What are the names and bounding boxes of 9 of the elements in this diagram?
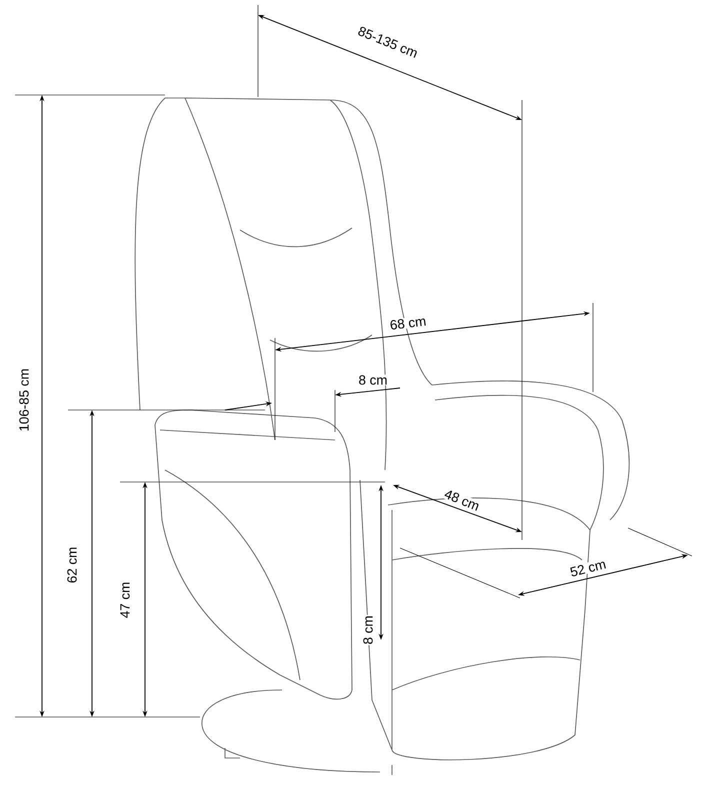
dimension-label: 62 cm — [66, 546, 78, 584]
dimension-label: 47 cm — [120, 581, 130, 619]
dimension-label: 68 cm — [388, 315, 428, 331]
dimension-label: 106-85 cm — [18, 368, 30, 432]
dimension-label: 8 cm — [358, 374, 388, 386]
dimension-label: 48 cm — [442, 488, 482, 512]
dimension-label: 8 cm — [362, 614, 374, 646]
dimension-label: 85-135 cm — [356, 24, 420, 60]
dimension-label: 52 cm — [568, 558, 608, 578]
